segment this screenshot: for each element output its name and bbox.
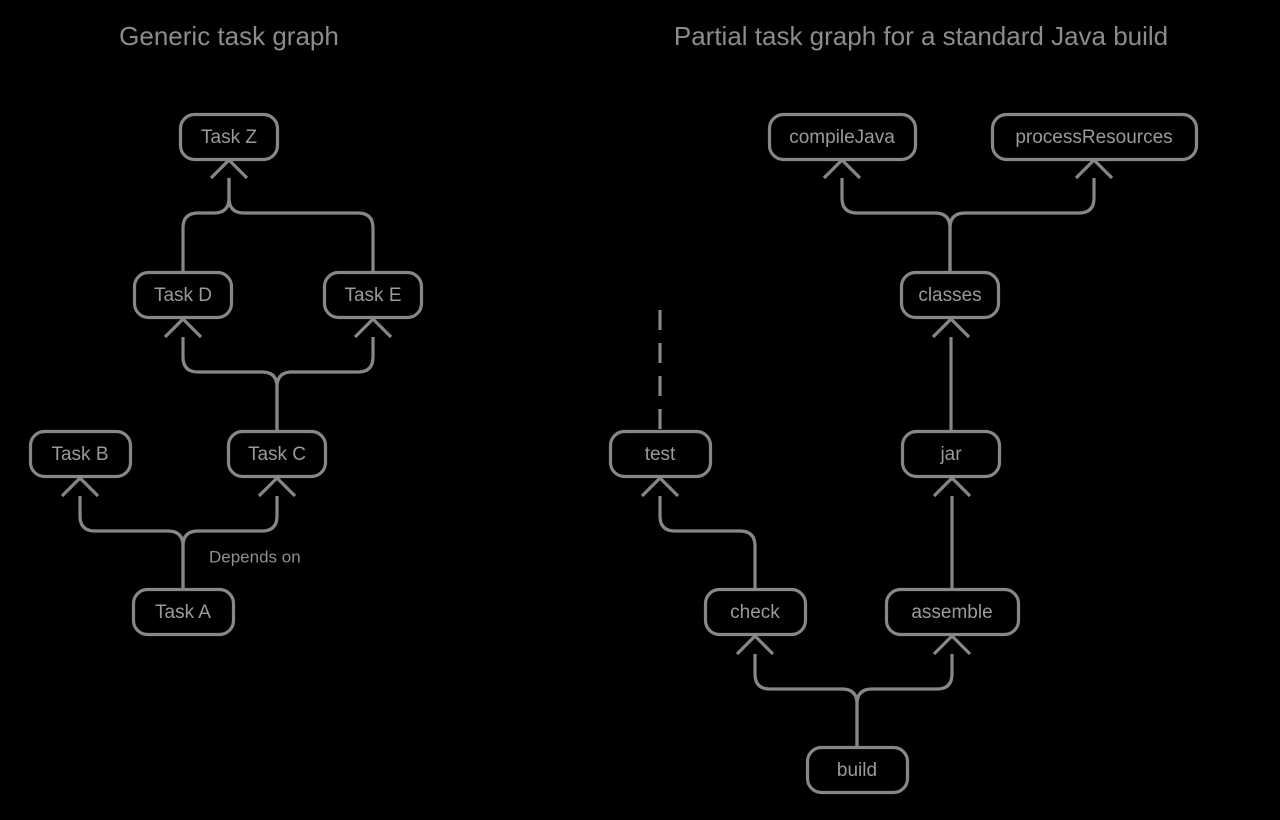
node-check-label: check xyxy=(730,602,780,623)
node-jar[interactable]: jar xyxy=(900,429,1002,479)
node-task-b[interactable]: Task B xyxy=(28,429,133,479)
arrowhead-taskB xyxy=(60,475,100,498)
node-classes[interactable]: classes xyxy=(899,270,1001,320)
node-task-e-shape xyxy=(322,270,424,320)
arrowhead-check xyxy=(735,633,775,656)
node-assemble-shape xyxy=(884,587,1021,637)
java-graph-nodes: compileJava processResources classes tes… xyxy=(608,112,1199,795)
node-test-shape xyxy=(608,429,713,479)
node-build-label: build xyxy=(837,760,877,781)
arrowhead-processresources xyxy=(1074,157,1114,180)
node-assemble-label: assemble xyxy=(911,602,992,623)
edge-check-to-test xyxy=(658,496,757,589)
node-task-c-label: Task C xyxy=(248,444,306,465)
node-task-b-shape xyxy=(28,429,133,479)
edge-classes-to-processresources xyxy=(948,178,1096,271)
edge-taskC-to-taskE xyxy=(275,337,375,430)
generic-graph-edges xyxy=(60,157,393,589)
arrowhead-test xyxy=(640,475,680,498)
node-test-label: test xyxy=(645,444,676,465)
node-task-b-label: Task B xyxy=(51,444,108,465)
edge-classes-to-compilejava xyxy=(840,178,952,271)
node-assemble[interactable]: assemble xyxy=(884,587,1021,637)
node-build[interactable]: build xyxy=(805,745,910,795)
edge-taskE-to-taskZ xyxy=(227,178,375,271)
java-graph-edges xyxy=(640,157,1114,747)
node-processresources[interactable]: processResources xyxy=(990,112,1199,162)
arrowhead-jar xyxy=(932,475,972,498)
edge-taskA-to-taskC xyxy=(181,496,279,589)
edge-taskC-to-taskD xyxy=(181,337,279,430)
node-compilejava-shape xyxy=(767,112,918,162)
node-processresources-shape xyxy=(990,112,1199,162)
node-task-e[interactable]: Task E xyxy=(322,270,424,320)
edge-annotation-depends-on: Depends on xyxy=(209,547,301,566)
arrowhead-classes xyxy=(931,316,971,339)
edge-taskD-to-taskZ xyxy=(181,178,231,271)
node-classes-shape xyxy=(899,270,1001,320)
node-task-a[interactable]: Task A xyxy=(131,587,236,637)
arrowhead-taskE xyxy=(353,316,393,339)
arrowhead-compilejava xyxy=(822,157,862,180)
panel-title-java: Partial task graph for a standard Java b… xyxy=(674,21,1168,51)
node-task-c[interactable]: Task C xyxy=(226,429,328,479)
arrowhead-taskD xyxy=(163,316,203,339)
edge-build-to-assemble xyxy=(855,654,954,747)
arrowhead-taskZ-left xyxy=(209,157,249,180)
node-task-d-shape xyxy=(132,270,234,320)
node-task-a-label: Task A xyxy=(155,602,211,623)
node-check[interactable]: check xyxy=(703,587,808,637)
node-task-d-label: Task D xyxy=(154,285,212,306)
node-task-z-shape xyxy=(178,112,280,162)
edge-build-to-check xyxy=(753,654,859,747)
node-jar-shape xyxy=(900,429,1002,479)
node-build-shape xyxy=(805,745,910,795)
node-jar-label: jar xyxy=(939,444,962,465)
node-task-a-shape xyxy=(131,587,236,637)
generic-graph-nodes: Task Z Task D Task E Task B Task C Task xyxy=(28,112,424,637)
arrowhead-assemble xyxy=(932,633,972,656)
node-processresources-label: processResources xyxy=(1015,127,1172,148)
node-task-c-shape xyxy=(226,429,328,479)
node-test[interactable]: test xyxy=(608,429,713,479)
node-compilejava-label: compileJava xyxy=(789,127,895,148)
node-task-d[interactable]: Task D xyxy=(132,270,234,320)
node-check-shape xyxy=(703,587,808,637)
node-task-e-label: Task E xyxy=(344,285,401,306)
node-compilejava[interactable]: compileJava xyxy=(767,112,918,162)
node-task-z[interactable]: Task Z xyxy=(178,112,280,162)
node-classes-label: classes xyxy=(918,285,981,306)
edge-taskA-to-taskB xyxy=(78,496,185,589)
node-task-z-label: Task Z xyxy=(201,127,257,148)
arrowhead-taskC xyxy=(257,475,297,498)
panel-title-generic: Generic task graph xyxy=(119,21,339,51)
